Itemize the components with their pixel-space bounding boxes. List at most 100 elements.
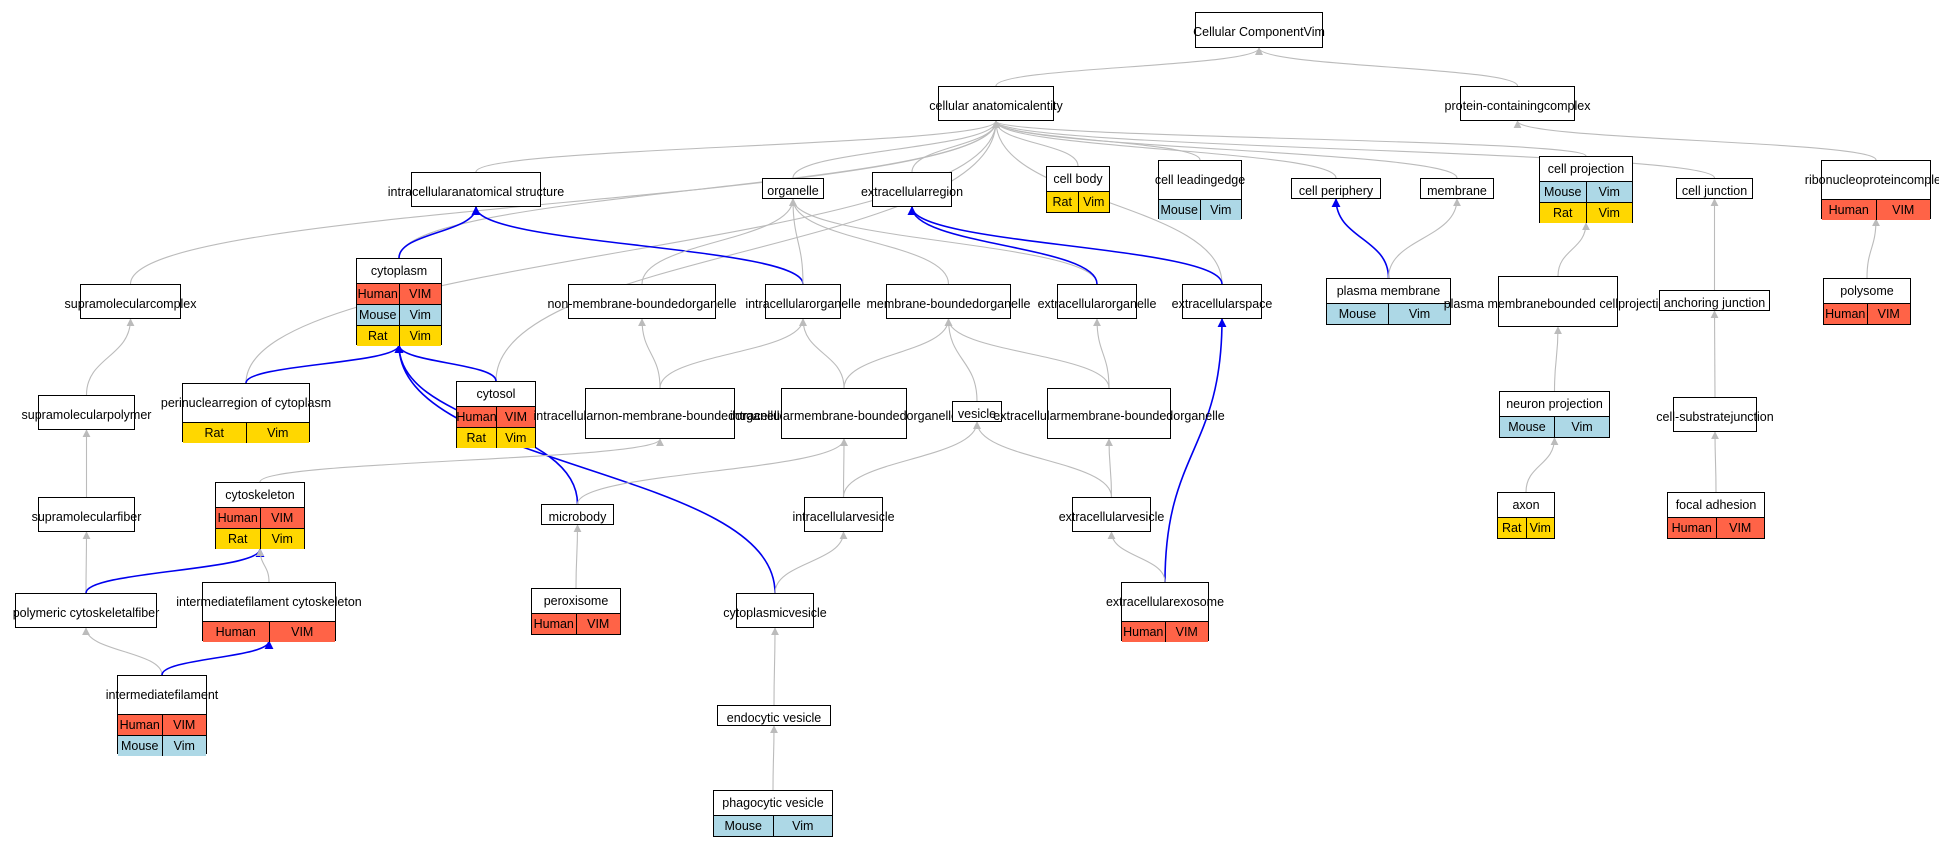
annotation-gene: Vim [1598, 205, 1620, 220]
term-label-line: complex [149, 296, 197, 311]
edge-embo-to-mbo [944, 318, 1110, 389]
annotation-gene: VIM [1729, 520, 1752, 535]
term-label: vesicle [953, 402, 1001, 426]
term-label-line: phagocytic vesicle [722, 795, 824, 810]
annotation-species: Human [1822, 199, 1877, 220]
edge-org-to-cae [792, 120, 1000, 179]
term-node-aj[interactable]: anchoring junction [1659, 290, 1770, 311]
term-node-ves[interactable]: vesicle [952, 401, 1002, 422]
annotation-gene: VIM [504, 409, 528, 424]
term-node-endo[interactable]: endocytic vesicle [717, 705, 831, 726]
term-label-line: intracellular [533, 408, 598, 423]
edge-iv-to-imbo [839, 438, 848, 498]
edge-exs-to-exr [907, 206, 1223, 285]
term-label-line: filament cytoskeleton [245, 594, 362, 609]
term-label-line: cytoplasm [370, 263, 428, 278]
term-node-cj[interactable]: cell junction [1676, 178, 1753, 199]
annotation-gene: Vim [505, 430, 527, 445]
edge-ifc-to-cytosk [256, 548, 270, 583]
term-label-line: organelle [906, 408, 958, 423]
edge-supc-to-cae [129, 120, 1000, 285]
annotation-gene: VIM [1877, 306, 1900, 321]
term-label-line: protein-containing [1444, 98, 1544, 113]
edge-imbo-to-io [799, 318, 845, 389]
term-label-line: fiber [117, 509, 142, 524]
term-label-line: exosome [1173, 594, 1225, 609]
term-node-org[interactable]: organelle [762, 178, 824, 199]
edge-io-to-org [789, 198, 804, 285]
term-label-line: entity [1032, 98, 1063, 113]
edge-cv-to-iv [774, 531, 848, 594]
term-label-line: extracellular [1037, 296, 1105, 311]
edge-ev-to-embo [1105, 438, 1114, 498]
annotation-species: Human [1668, 517, 1717, 538]
term-label-line: region of cytoplasm [222, 395, 332, 410]
annotation-species: Human [357, 283, 400, 304]
term-label-line: Cellular Component [1193, 24, 1304, 39]
edge-csj-to-aj [1710, 310, 1719, 398]
term-label-line: cell junction [1681, 183, 1748, 198]
annotation-species: Human [532, 613, 577, 634]
term-label-line: vesicle [788, 605, 827, 620]
term-node-mem[interactable]: membrane [1420, 178, 1494, 199]
annotation-row: Human VIM [1668, 516, 1764, 538]
term-node-rnp[interactable]: ribonucleoproteincomplexHumanVIM [1805, 160, 1939, 220]
edge-perox-to-mb [573, 524, 582, 589]
term-label-line: axon [1512, 497, 1540, 512]
term-label-line: intracellular [792, 509, 857, 524]
term-node-mb[interactable]: microbody [541, 504, 614, 525]
term-node-cper[interactable]: cell periphery [1291, 178, 1381, 199]
edge-eo-to-exr [907, 206, 1098, 285]
